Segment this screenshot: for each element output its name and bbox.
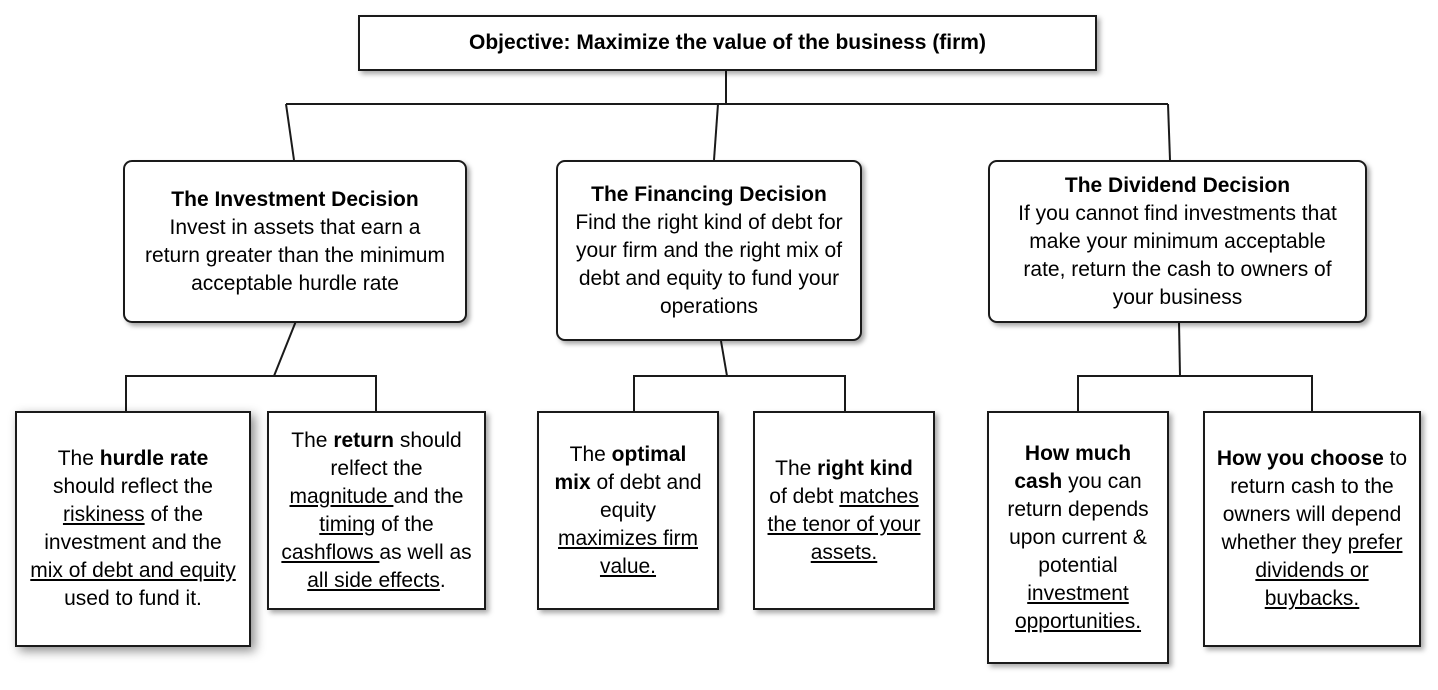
connector-root-investment [285,103,295,161]
connector-financing-bar [633,375,846,411]
investment-decision-description: Invest in assets that earn a return grea… [145,215,445,295]
plain-text: of debt and equity [590,470,702,522]
underlined-text: magnitude [289,484,394,508]
plain-text: The [775,456,818,480]
how-much-cash-text: How much cash you can return depends upo… [999,440,1157,636]
right-kind-text: The right kind of debt matches the tenor… [765,455,923,567]
dividend-decision-title: The Dividend Decision [1064,173,1291,197]
connector-investment-bar [125,375,377,411]
plain-text: used to fund it. [64,587,202,610]
underlined-text: prefer dividends or buybacks. [1255,531,1403,610]
plain-text: should reflect the [53,475,213,498]
hurdle-rate-box: The hurdle rate should reflect the riski… [15,411,251,647]
underlined-text: matches the tenor of your assets. [767,484,921,564]
plain-text: you can return depends upon current & po… [1007,469,1149,577]
emphasis-text: return [333,428,394,452]
plain-text: . [439,568,446,592]
plain-text: The [291,428,334,452]
underlined-text: riskiness [62,503,145,526]
how-much-cash-box: How much cash you can return depends upo… [987,411,1169,664]
plain-text: to return cash to the owners will depend… [1221,447,1408,554]
connector-financing-stem [720,340,728,377]
return-box: The return should relfect the magnitude … [267,411,486,610]
emphasis-text: right kind [817,456,913,480]
connector-dividend-bar [1077,375,1313,411]
optimal-mix-box: The optimal mix of debt and equity maxim… [537,411,719,610]
underlined-text: maximizes firm value. [558,526,698,578]
underlined-text: mix of debt and equity [30,559,236,582]
how-you-choose-box: How you choose to return cash to the own… [1203,411,1421,647]
financing-decision-title: The Financing Decision [591,182,827,206]
connector-root-dividend [1167,103,1171,161]
plain-text: as well as [379,540,472,564]
underlined-text: cashflows [281,540,380,564]
plain-text: of the [375,512,434,536]
return-text: The return should relfect the magnitude … [279,427,474,595]
investment-decision-box: The Investment Decision Invest in assets… [123,160,467,323]
emphasis-text: hurdle rate [99,447,209,470]
plain-text: of the investment and the [44,503,222,554]
plain-text: and the [393,484,464,508]
underlined-text: all side effects [307,568,440,592]
plain-text: should relfect the [330,428,462,480]
investment-decision-title: The Investment Decision [171,187,419,211]
right-kind-box: The right kind of debt matches the tenor… [753,411,935,610]
objective-box: Objective: Maximize the value of the bus… [358,15,1097,71]
underlined-text: timing [319,512,376,536]
connector-investment-stem [273,320,297,377]
plain-text: The [569,442,612,466]
financing-decision-box: The Financing Decision Find the right ki… [556,160,862,341]
hurdle-rate-text: The hurdle rate should reflect the riski… [27,445,239,613]
emphasis-text: optimal mix [554,442,687,494]
connector-root-financing [713,103,719,161]
dividend-decision-box: The Dividend Decision If you cannot find… [988,160,1367,323]
dividend-decision-description: If you cannot find investments that make… [1018,201,1337,309]
connector-dividend-stem [1178,321,1181,377]
emphasis-text: How much cash [1014,441,1132,493]
optimal-mix-text: The optimal mix of debt and equity maxim… [549,441,707,581]
objective-text: Objective: Maximize the value of the bus… [469,31,986,54]
plain-text: of debt [769,484,840,508]
financing-decision-description: Find the right kind of debt for your fir… [575,210,843,318]
how-you-choose-text: How you choose to return cash to the own… [1215,445,1409,613]
emphasis-text: How you choose [1216,447,1384,470]
underlined-text: investment opportunities. [1014,581,1142,633]
plain-text: The [57,447,100,470]
